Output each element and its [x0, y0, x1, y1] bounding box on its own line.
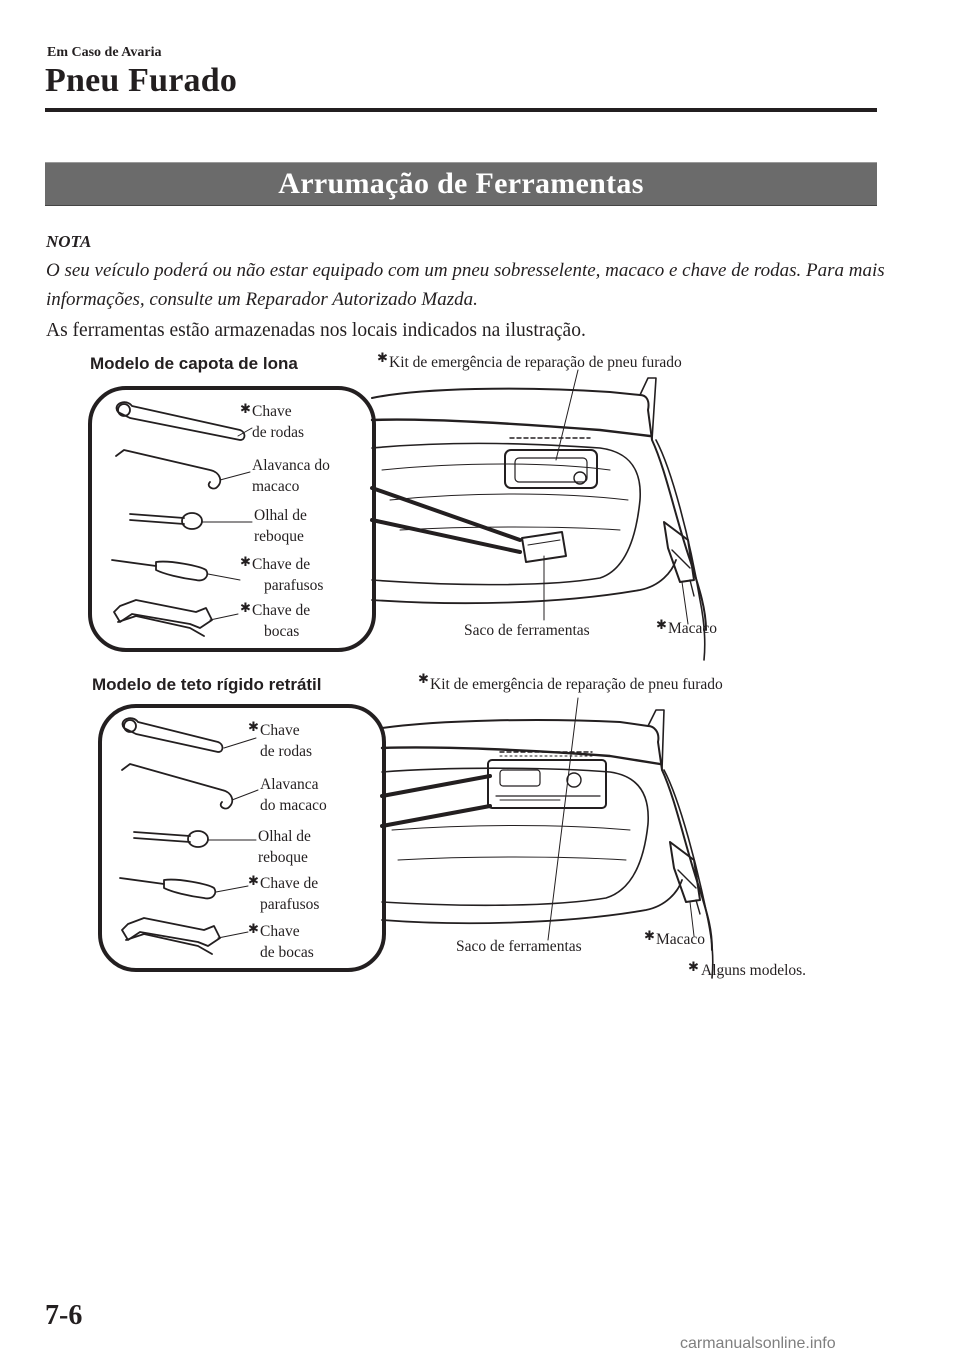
figure2-wheel-wrench-asterisk: ✱ [248, 719, 259, 734]
footnote-text: Alguns modelos. [701, 962, 806, 979]
figure2-screwdriver-line2: parafusos [260, 896, 319, 913]
figure2-wheel-wrench-line2: de rodas [260, 743, 312, 760]
note-text: O seu veículo poderá ou não estar equipa… [46, 260, 885, 310]
note-heading: NOTA [46, 232, 92, 251]
figure2-tow-hook-line1: Olhal de [258, 828, 311, 845]
figure2-spanner-asterisk: ✱ [248, 921, 259, 936]
figure2-leader-lines [207, 697, 695, 941]
header-rule [45, 108, 877, 112]
watermark: carmanualsonline.info [680, 1335, 836, 1352]
figure1-kit-label: Kit de emergência de reparação de pneu f… [389, 354, 682, 371]
figure1-jack-label: Macaco [668, 620, 717, 637]
figure2-screwdriver-asterisk: ✱ [248, 873, 259, 888]
figure2-caption: Modelo de teto rígido retrátil [92, 675, 322, 694]
figure2-tool-panel [98, 704, 386, 972]
topic-banner: Arrumação de Ferramentas [45, 162, 877, 206]
figure1-wheel-wrench-line2: de rodas [252, 424, 304, 441]
figure1-screwdriver-line1: Chave de [252, 556, 310, 573]
figure1-tow-hook-line1: Olhal de [254, 507, 307, 524]
figure1-caption: Modelo de capota de lona [90, 354, 298, 373]
figure1-leader-lines [201, 369, 689, 625]
figure1-wheel-wrench-asterisk: ✱ [240, 401, 251, 416]
figure2-trunk-illustration [380, 709, 714, 979]
figure2-screwdriver-line1: Chave de [260, 875, 318, 892]
figure1-trunk-illustration [370, 377, 707, 661]
figure2-spanner-line1: Chave [260, 923, 300, 940]
figure1-jack-lever-line2: macaco [252, 478, 300, 495]
figure1-kit-asterisk: ✱ [377, 350, 388, 365]
figure1-tool-drawings [111, 401, 246, 637]
topic-title: Arrumação de Ferramentas [278, 167, 644, 200]
figure1-jack-lever-line1: Alavanca do [252, 457, 330, 474]
figure1-bag-label: Saco de ferramentas [464, 622, 590, 639]
figure1-jack-asterisk: ✱ [656, 617, 667, 632]
figure1-spanner-line2: bocas [264, 623, 299, 640]
figure2-jack-lever-line1: Alavanca [260, 776, 319, 793]
section-title: Em Caso de Avaria [47, 45, 162, 60]
figure1-spanner-asterisk: ✱ [240, 600, 251, 615]
figure2-kit-asterisk: ✱ [418, 671, 429, 686]
figure2-tow-hook-line2: reboque [258, 849, 308, 866]
figure2-spanner-line2: de bocas [260, 944, 314, 961]
figure1-screwdriver-line2: parafusos [264, 577, 323, 594]
figure2-jack-lever-line2: do macaco [260, 797, 327, 814]
figure2-tool-drawings [119, 717, 234, 955]
figure1-spanner-line1: Chave de [252, 602, 310, 619]
chapter-title: Pneu Furado [45, 62, 238, 99]
figure2-wheel-wrench-line1: Chave [260, 722, 300, 739]
footnote-asterisk: ✱ [688, 959, 699, 974]
figure1-wheel-wrench-line1: Chave [252, 403, 292, 420]
figure1-tool-panel [88, 386, 376, 652]
figure1-screwdriver-asterisk: ✱ [240, 554, 251, 569]
figure2-kit-label: Kit de emergência de reparação de pneu f… [430, 676, 723, 693]
figure2-jack-asterisk: ✱ [644, 928, 655, 943]
page-number: 7-6 [45, 1300, 83, 1331]
figure2-bag-label: Saco de ferramentas [456, 938, 582, 955]
intro-text: As ferramentas estão armazenadas nos loc… [46, 320, 586, 341]
figure2-jack-label: Macaco [656, 931, 705, 948]
figure1-tow-hook-line2: reboque [254, 528, 304, 545]
